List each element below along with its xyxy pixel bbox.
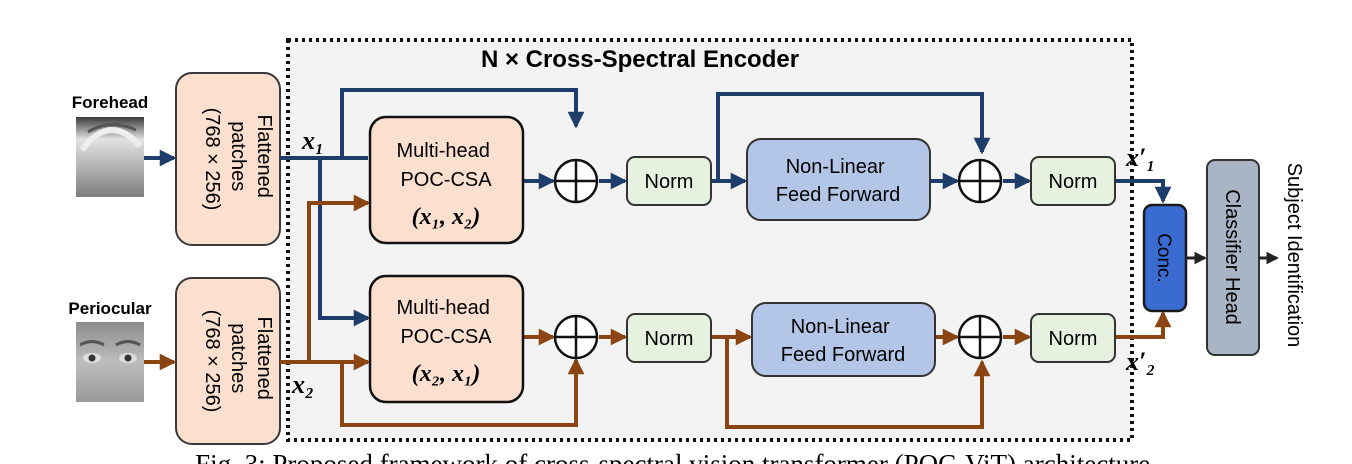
attention-box-bottom: Multi-head POC-CSA (x₂, x₁) <box>368 274 525 404</box>
norm-bottom-2-label: Norm <box>1049 328 1098 350</box>
norm-box-top-2: Norm <box>1030 156 1116 206</box>
add-node-top-2 <box>957 158 1003 204</box>
attn-bottom-line2: POC-CSA <box>400 326 492 348</box>
add-node-bottom-1 <box>553 314 599 360</box>
norm-top-1-label: Norm <box>645 171 694 193</box>
encoder-title: N × Cross-Spectral Encoder <box>481 46 799 73</box>
attn-top-line3: (x₁, x₂) <box>412 204 481 230</box>
var-x1-label: x₁ <box>301 126 324 155</box>
flow-x1-residual-top <box>340 88 585 158</box>
norm-bottom-1-label: Norm <box>645 328 694 350</box>
flow-x2-to-top-attn <box>307 194 371 362</box>
patch-bottom-line3: (768 × 256) <box>201 310 223 413</box>
patch-box-top: Flattened patches (768 × 256) <box>175 72 281 246</box>
concat-label: Conc. <box>1153 233 1174 283</box>
attn-top-line1: Multi-head <box>397 140 490 162</box>
attn-top-line2: POC-CSA <box>400 169 492 191</box>
patch-bottom-line2: patches <box>227 323 249 393</box>
figure-caption: Fig. 3: Proposed framework of cross-spec… <box>195 449 1157 464</box>
norm-box-bottom-2: Norm <box>1030 313 1116 363</box>
periocular-image <box>76 322 144 402</box>
ffn-top-line2: Feed Forward <box>776 184 901 206</box>
flow-x2-residual-bottom <box>340 357 585 427</box>
ffn-box-bottom: Non-Linear Feed Forward <box>751 302 936 377</box>
svg-text:Flattened patches: Flattened patches (768 × 256) <box>201 108 275 211</box>
flow-x1-to-bottom-attn <box>318 158 371 327</box>
forehead-image <box>76 117 144 197</box>
concat-box: Conc. <box>1142 203 1188 313</box>
patch-top-line3: (768 × 256) <box>201 108 223 211</box>
svg-text:Flattened patches: Flattened patches (768 × 256) <box>201 310 275 413</box>
ffn-box-top: Non-Linear Feed Forward <box>746 138 931 221</box>
ffn-bottom-line1: Non-Linear <box>791 316 890 338</box>
periocular-label: Periocular <box>68 299 152 318</box>
patch-box-bottom: Flattened patches (768 × 256) <box>175 277 281 445</box>
svg-text:Multi-head POC-CSA: Multi-head POC-CSA <box>397 297 496 348</box>
norm-box-bottom-1: Norm <box>626 313 712 363</box>
classifier-label: Classifier Head <box>1221 189 1243 325</box>
ffn-top-line1: Non-Linear <box>786 156 885 178</box>
flow-top-norm-to-concat <box>1115 179 1172 204</box>
flow-bottom-residual2 <box>725 337 991 429</box>
attn-bottom-line3: (x₂, x₁) <box>412 361 481 387</box>
var-x2-out-label: x′₂ <box>1125 347 1155 376</box>
svg-text:Multi-head POC-CSA: Multi-head POC-CSA <box>397 140 496 191</box>
add-node-bottom-2 <box>957 314 1003 360</box>
var-x2-label: x₂ <box>291 370 314 399</box>
attn-bottom-line1: Multi-head <box>397 297 490 319</box>
attention-box-top: Multi-head POC-CSA (x₁, x₂) <box>368 115 525 245</box>
patch-top-line1: Flattened <box>253 115 275 198</box>
norm-top-2-label: Norm <box>1049 171 1098 193</box>
ffn-bottom-line2: Feed Forward <box>781 344 906 366</box>
flow-bottom-norm-to-concat <box>1115 310 1172 339</box>
classifier-box: Classifier Head <box>1206 159 1260 356</box>
patch-bottom-line1: Flattened <box>253 317 275 400</box>
patch-top-line2: patches <box>227 121 249 191</box>
var-x1-out-label: x′₁ <box>1125 143 1155 172</box>
output-label: Subject Identification <box>1283 163 1305 348</box>
norm-box-top-1: Norm <box>626 156 712 206</box>
flow-top-residual2 <box>716 92 991 181</box>
add-node-top-1 <box>553 158 599 204</box>
svg-text:Non-Linear Feed Forward: Non-Linear Feed Forward <box>776 156 901 206</box>
forehead-label: Forehead <box>72 93 149 112</box>
svg-text:Non-Linear Feed Forward: Non-Linear Feed Forward <box>781 316 906 366</box>
